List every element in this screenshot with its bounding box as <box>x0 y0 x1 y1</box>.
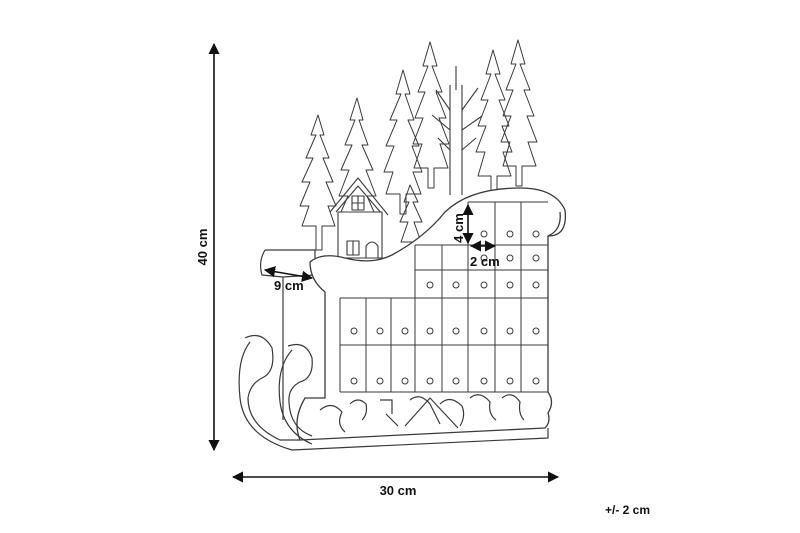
house <box>329 177 389 259</box>
bare-tree <box>431 66 483 195</box>
sleigh-runners <box>238 335 549 451</box>
tree-1 <box>299 114 337 251</box>
advent-drawers <box>339 201 548 393</box>
dimension-depth: 9 cm <box>263 266 314 293</box>
depth-label: 9 cm <box>274 278 304 293</box>
sleigh-side-panel <box>259 249 316 420</box>
dimension-drawer-width: 2 cm <box>469 240 500 269</box>
dimension-drawer-height: 4 cm <box>451 203 474 245</box>
width-label: 30 cm <box>380 483 417 498</box>
drawer-width-label: 2 cm <box>470 254 500 269</box>
tolerance-note: +/- 2 cm <box>605 503 651 517</box>
dimension-height: 40 cm <box>195 42 220 452</box>
small-tree <box>399 184 423 243</box>
tree-5 <box>475 49 513 197</box>
sleigh-body <box>296 187 567 441</box>
height-label: 40 cm <box>195 229 210 266</box>
drawer-height-label: 4 cm <box>451 213 466 243</box>
dimension-width: 30 cm <box>231 471 560 498</box>
forest-trees <box>299 39 538 251</box>
tree-4 <box>412 41 450 189</box>
tree-3 <box>383 69 423 215</box>
tree-6 <box>500 39 538 187</box>
